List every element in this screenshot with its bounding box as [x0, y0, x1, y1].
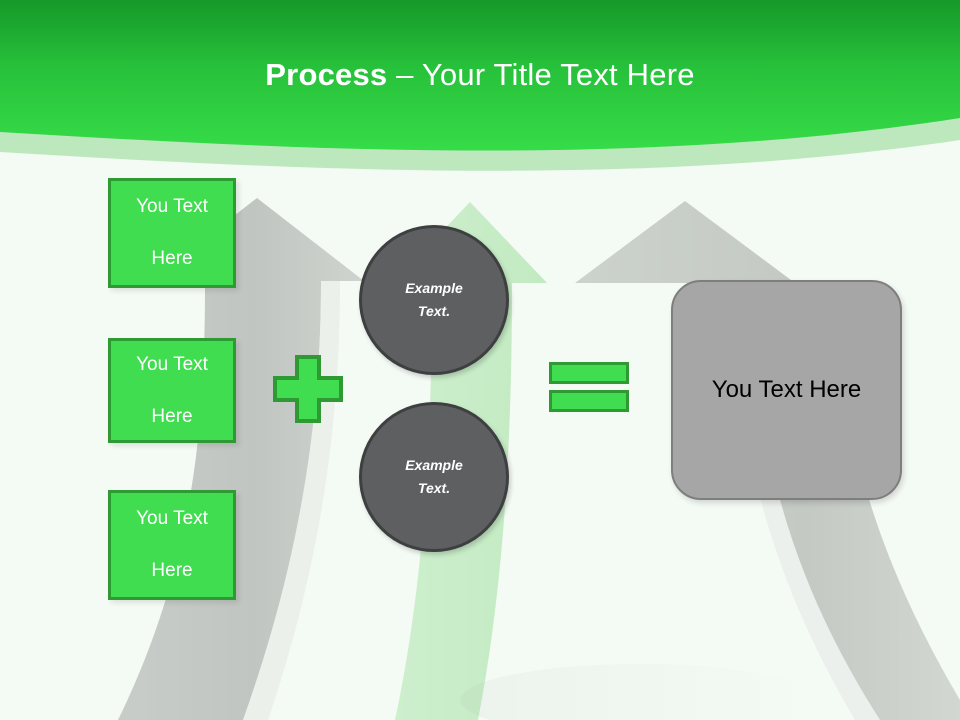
- circle-1-line2: Text.: [417, 303, 451, 319]
- result-box-label: You Text Here: [711, 376, 862, 403]
- header-banner: [0, 0, 960, 171]
- equals-bar-top: [549, 362, 629, 384]
- input-box-3-line1: You Text: [136, 508, 208, 529]
- title-strong: Process: [265, 57, 388, 92]
- page-title: Process – Your Title Text Here: [0, 53, 960, 97]
- equals-bar-bottom: [549, 390, 629, 412]
- circle-2-line1: Example: [405, 457, 463, 473]
- result-box[interactable]: You Text Here: [671, 280, 902, 500]
- circle-2-line2: Text.: [417, 480, 451, 496]
- input-box-1-line2: Here: [151, 248, 193, 269]
- input-box-2-line2: Here: [151, 405, 193, 427]
- input-box-1-line1: You Text: [136, 196, 208, 217]
- input-box-3-line2: Here: [151, 560, 193, 581]
- plus-icon: [273, 355, 343, 423]
- input-box-2-line1: You Text: [136, 353, 208, 375]
- equals-icon: [549, 359, 631, 415]
- title-rest: Your Title Text Here: [421, 57, 695, 92]
- circle-1-line1: Example: [405, 280, 463, 296]
- title-separator: –: [387, 57, 422, 92]
